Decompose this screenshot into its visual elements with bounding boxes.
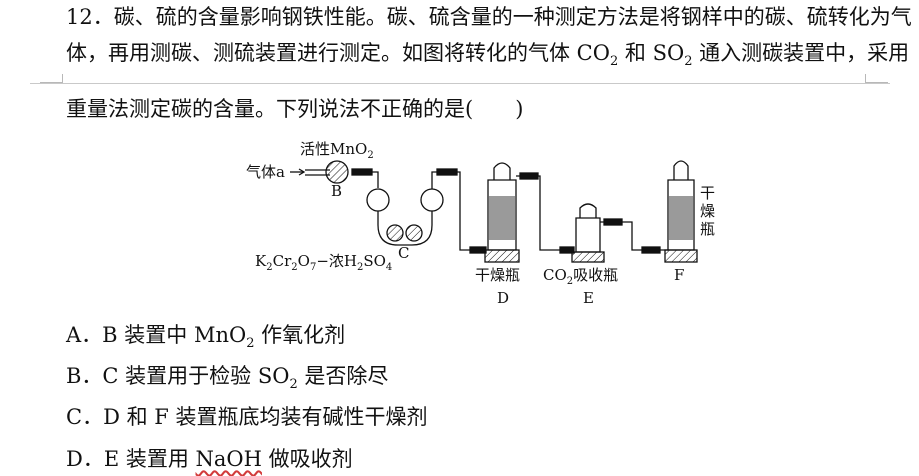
- label-D: D: [497, 289, 509, 307]
- drying-bottle-D-top: [493, 162, 511, 180]
- absorption-bottle-E: [575, 217, 601, 253]
- u-tube-reagent-right: [405, 224, 423, 242]
- label-B: B: [331, 182, 342, 200]
- label-C: C: [398, 244, 409, 262]
- option-D[interactable]: D．E 装置用 NaOH 做吸收剂: [66, 447, 353, 471]
- option-A[interactable]: A．B 装置中 MnO2 作氧化剂: [66, 323, 346, 351]
- drying-agent-D: [489, 196, 515, 240]
- connector-4: [519, 172, 539, 180]
- margin-mark-right: [865, 74, 888, 83]
- drying-agent-F: [669, 196, 693, 240]
- page-guide-line: [30, 83, 890, 84]
- connector-6: [603, 218, 623, 226]
- question-line-1: 12．碳、硫的含量影响钢铁性能。碳、硫含量的一种测定方法是将钢样中的碳、硫转化为…: [66, 5, 912, 29]
- label-D-name: 干燥瓶: [475, 266, 520, 284]
- u-tube-left-arm: [372, 171, 379, 188]
- connector-2: [436, 168, 458, 176]
- pipe-D-to-E: [516, 175, 572, 251]
- pipe-to-D: [457, 171, 485, 251]
- connector-7: [641, 246, 661, 254]
- label-gas-a: 气体a: [246, 163, 285, 181]
- option-C[interactable]: C．D 和 F 装置瓶底均装有碱性干燥剂: [66, 405, 428, 429]
- question-number: 12: [66, 5, 93, 29]
- drying-bottle-F-base: [664, 249, 698, 263]
- u-tube-bulb-right: [420, 188, 444, 212]
- label-F-name-1: 干: [700, 184, 715, 202]
- pipe-E-to-F: [600, 221, 668, 251]
- option-B[interactable]: B．C 装置用于检验 SO2 是否除尽: [66, 364, 389, 392]
- u-tube-bulb-left: [366, 188, 390, 212]
- mno2-tube-B: [325, 160, 349, 184]
- naoh-term: NaOH: [195, 447, 262, 471]
- drying-bottle-D-base: [484, 249, 520, 263]
- label-reagent: K2Cr2O7−浓H2SO4: [255, 252, 392, 273]
- u-tube-reagent-left: [386, 224, 404, 242]
- label-E-name: CO2吸收瓶: [543, 266, 618, 287]
- absorption-bottle-E-base: [571, 251, 605, 263]
- drying-bottle-F-top: [673, 160, 689, 180]
- label-F: F: [674, 266, 684, 284]
- connector-3: [469, 246, 487, 254]
- label-F-name-2: 燥: [700, 202, 715, 220]
- question-line-3: 重量法测定碳的含量。下列说法不正确的是( ): [66, 97, 524, 121]
- connector-5: [559, 246, 575, 254]
- question-line-2: 体，再用测碳、测硫装置进行测定。如图将转化的气体 CO2 和 SO2 通入测碳装…: [66, 41, 910, 69]
- margin-mark-left: [40, 74, 63, 83]
- absorption-bottle-E-top: [579, 203, 597, 218]
- label-mno2: 活性MnO2: [300, 140, 374, 161]
- connector-1: [351, 168, 373, 176]
- label-F-name-3: 瓶: [700, 220, 715, 238]
- label-E: E: [583, 289, 594, 307]
